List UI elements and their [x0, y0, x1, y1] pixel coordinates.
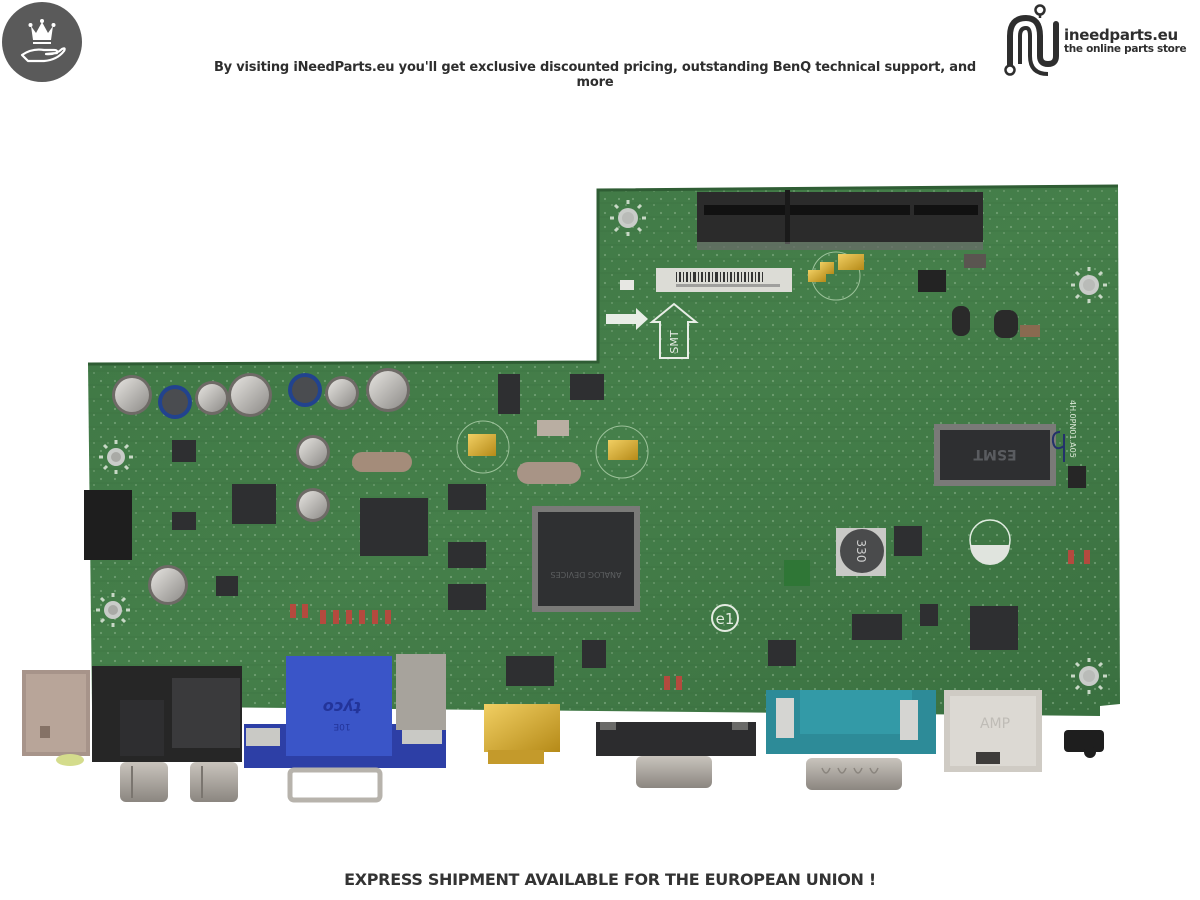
smt-arrow-marking: SMT [606, 302, 699, 359]
shipping-banner-text: EXPRESS SHIPMENT AVAILABLE FOR THE EUROP… [344, 870, 876, 889]
brand-tagline: the online parts store [1064, 43, 1187, 55]
svg-text:e1: e1 [716, 610, 735, 628]
mounting-holes [96, 200, 1107, 694]
copper-pad [784, 560, 810, 586]
svg-text:AMP: AMP [980, 716, 1010, 732]
hdmi-port [484, 704, 560, 764]
pcb-board [87, 184, 1120, 716]
power-inductor: 330 [836, 528, 886, 576]
crystal-oscillators [352, 420, 581, 484]
test-pad [620, 280, 634, 290]
capacitor-footprint [969, 519, 1011, 565]
edge-card-slot [697, 190, 983, 250]
rj45-port: AMP [944, 690, 1042, 772]
av-connector-block [92, 666, 242, 762]
red-diodes [290, 550, 1090, 690]
usb-b-port [22, 670, 90, 766]
tantalum-capacitors-top [808, 251, 864, 301]
svg-text:SMT: SMT [668, 330, 681, 353]
circuit-n-logo-icon [1004, 4, 1059, 76]
vga-port-black [596, 722, 756, 788]
svg-text:330: 330 [854, 540, 868, 563]
serial-port-teal [766, 690, 936, 790]
top-area-chips [918, 254, 1040, 338]
crown-hand-badge [2, 2, 82, 82]
board-revision: 4H.0PN01.A05 [1068, 400, 1077, 458]
integrated-circuits: ANALOG DEVICES ESMT [172, 374, 1056, 686]
svg-text:10E: 10E [333, 721, 350, 731]
barcode-sticker [656, 268, 792, 292]
rohs-e1-mark: e1 [711, 604, 739, 632]
electrolytic-capacitors [112, 368, 410, 605]
black-component [1068, 466, 1086, 488]
promo-banner-text: By visiting iNeedParts.eu you'll get exc… [213, 60, 977, 90]
svg-text:tyco: tyco [323, 698, 362, 717]
svg-text:ANALOG DEVICES: ANALOG DEVICES [551, 570, 622, 579]
brand-logo[interactable]: ineedparts.eu the online parts store [1002, 2, 1198, 78]
pin-header [84, 490, 132, 560]
vga-port-blue: tyco 10E [244, 654, 446, 803]
audio-jack [1064, 730, 1104, 758]
handwritten-mark [1051, 431, 1065, 462]
brand-name: ineedparts.eu [1064, 26, 1178, 44]
svg-text:ESMT: ESMT [973, 446, 1017, 462]
rca-jacks [120, 762, 238, 802]
crown-in-hand-icon [20, 19, 66, 63]
tantalum-capacitors-mid [456, 420, 649, 479]
